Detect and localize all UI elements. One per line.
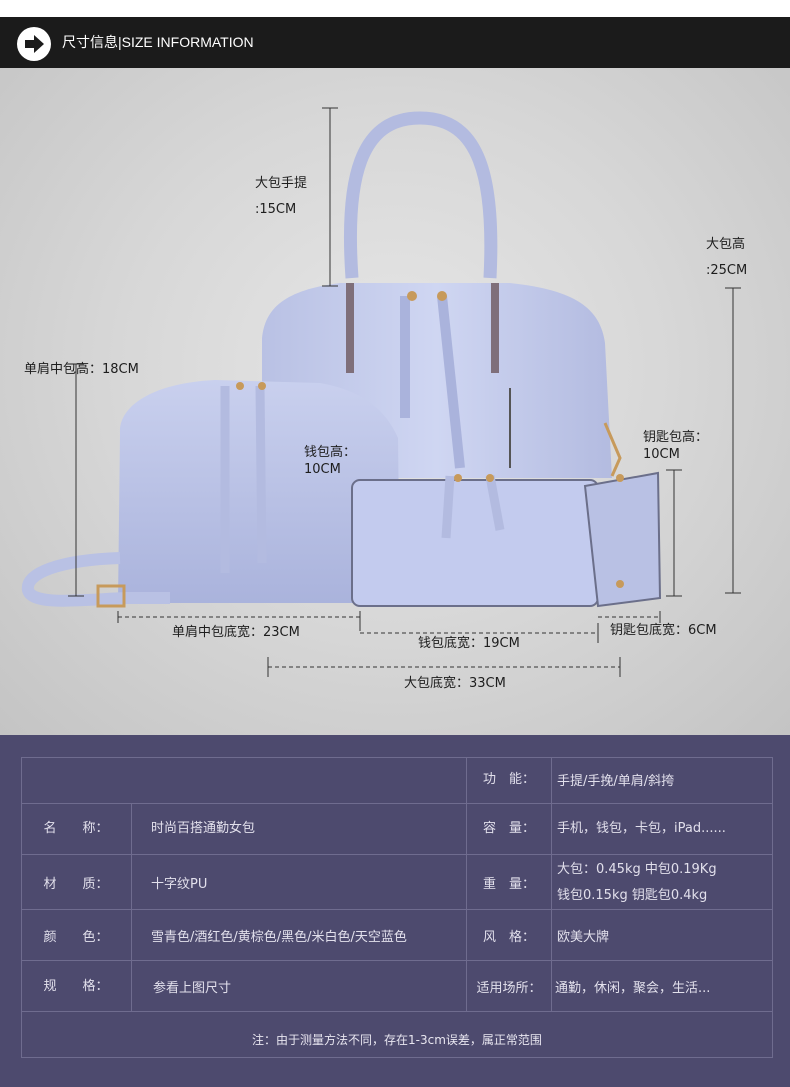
key-height-value: 10CM (643, 447, 680, 462)
spec-value-capacity: 手机，钱包，卡包，iPad...... (557, 821, 726, 836)
key-case-width-label: 钥匙包底宽：6CM (610, 623, 717, 638)
section-header: 尺寸信息|SIZE INFORMATION (0, 17, 790, 68)
big-height-value: :25CM (706, 263, 748, 278)
bag-illustration (21, 107, 741, 677)
table-border-bottom (21, 1057, 773, 1058)
key-case-height-label: 钥匙包高： 10CM (643, 429, 708, 463)
table-border-right (772, 757, 773, 1058)
table-divider (21, 909, 773, 910)
wallet-height-name: 钱包高： (304, 445, 357, 460)
table-border-top (21, 757, 773, 758)
spec-label-weight: 重 量： (482, 877, 535, 892)
section-title: 尺寸信息|SIZE INFORMATION (62, 34, 254, 50)
spec-value-size: 参看上图尺寸 (153, 981, 232, 996)
table-divider (21, 1011, 773, 1012)
table-divider (21, 854, 773, 855)
table-col-divider (466, 757, 467, 1011)
spec-value-occasion: 通勤，休闲，聚会，生活... (555, 981, 711, 996)
key-case (583, 422, 662, 608)
spec-value-color: 雪青色/酒红色/黄棕色/黑色/米白色/天空蓝色 (151, 930, 407, 945)
spec-value-weight-line2: 钱包0.15kg 钥匙包0.4kg (557, 888, 708, 903)
table-col-divider (131, 803, 132, 1011)
wallet-height-value: 10CM (304, 462, 341, 477)
key-height-name: 钥匙包高： (643, 430, 709, 445)
spec-value-name: 时尚百搭通勤女包 (151, 821, 256, 836)
spec-label-color: 颜 色： (43, 930, 109, 945)
spec-table: 功 能： 手提/手挽/单肩/斜挎 名 称： 时尚百搭通勤女包 容 量： 手机，钱… (21, 757, 773, 1058)
big-bag-width-label: 大包底宽：33CM (404, 676, 506, 691)
table-border-left (21, 757, 22, 1058)
top-margin (0, 0, 790, 17)
shoulder-bag-width-label: 单肩中包底宽：23CM (172, 625, 300, 640)
arrow-right-icon (17, 27, 51, 61)
table-col-divider (551, 757, 552, 1011)
product-photo: 大包手提 :15CM 大包高 :25CM 单肩中包高：18CM 钱包高： 10C… (0, 68, 790, 735)
spec-value-weight-line1: 大包：0.45kg 中包0.19Kg (557, 862, 717, 877)
big-height-name: 大包高 (706, 237, 746, 252)
spec-label-name: 名 称： (43, 821, 109, 836)
spec-label-function: 功 能： (482, 772, 535, 787)
spec-label-occasion: 适用场所： (476, 981, 542, 996)
big-bag-height-label: 大包高 :25CM (706, 236, 747, 279)
table-divider (21, 803, 773, 804)
dimension-lines (68, 107, 741, 677)
big-bag-handle-label: 大包手提 :15CM (255, 175, 307, 218)
big-handle-value: :15CM (255, 202, 297, 217)
table-divider (21, 960, 773, 961)
measurement-note: 注：由于测量方法不同，存在1-3cm误差，属正常范围 (252, 1033, 542, 1047)
wallet-height-label: 钱包高： 10CM (304, 444, 356, 478)
spec-value-function: 手提/手挽/单肩/斜挎 (557, 774, 675, 789)
wallet (351, 474, 599, 607)
spec-label-material: 材 质： (43, 877, 109, 892)
shoulder-bag (21, 380, 400, 608)
big-handle-name: 大包手提 (255, 176, 308, 191)
spec-label-capacity: 容 量： (482, 821, 535, 836)
spec-value-material: 十字纹PU (151, 877, 208, 892)
spec-value-style: 欧美大牌 (557, 930, 610, 945)
spec-label-size: 规 格： (43, 979, 109, 994)
spec-label-style: 风 格： (482, 930, 535, 945)
shoulder-bag-height-label: 单肩中包高：18CM (24, 362, 139, 377)
wallet-width-label: 钱包底宽：19CM (418, 636, 520, 651)
